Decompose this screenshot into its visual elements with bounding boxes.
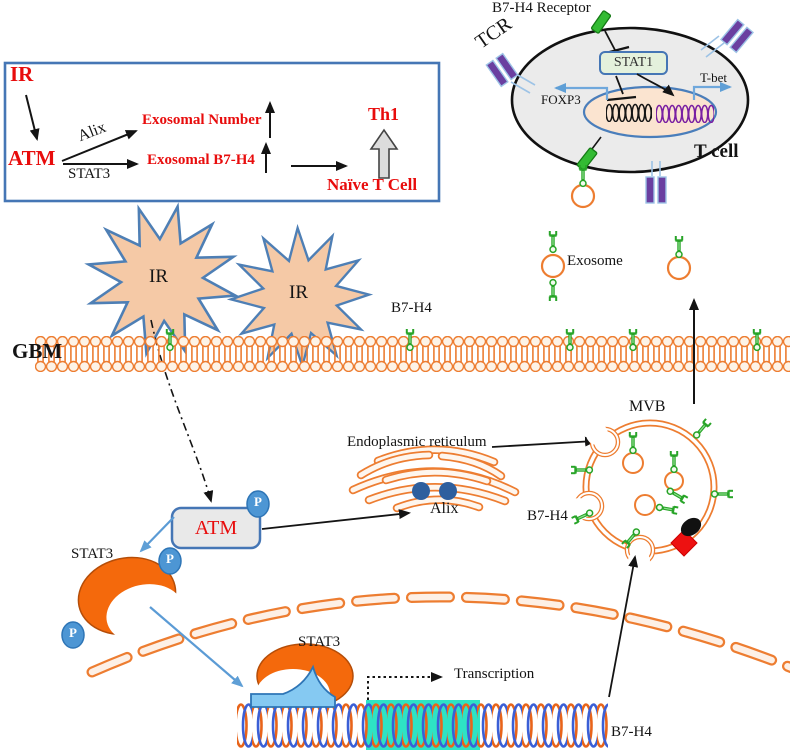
t-cell <box>485 9 754 209</box>
atm-to-stat3-arrow <box>139 516 175 553</box>
phospho-label: P <box>254 494 262 509</box>
exosome-icon <box>540 253 566 279</box>
b7h4-to-mvb-arrow <box>608 555 639 698</box>
tcr-icon-top-right <box>700 18 754 58</box>
phospho-label: P <box>166 551 174 566</box>
b7h4-gene-locus <box>237 555 639 750</box>
cargo-red-diamond <box>670 529 698 557</box>
tbet-gene-coil <box>656 104 714 123</box>
inset-exosomal-b7h4-label: Exosomal B7-H4 <box>147 152 255 168</box>
inset-exosomal-number-label: Exosomal Number <box>142 112 262 128</box>
exosome-binding-t-cell <box>570 136 602 209</box>
atm-to-alix-arrow <box>261 509 411 530</box>
stat3-to-nucleus-arrow <box>149 606 244 688</box>
atm-box-label: ATM <box>194 517 238 539</box>
gbm-membrane <box>35 327 790 372</box>
th1-block-arrow <box>369 128 399 179</box>
b7h4-mvb-label: B7-H4 <box>527 508 568 524</box>
intraluminal-vesicle <box>664 471 684 491</box>
phospho-badge <box>158 547 182 575</box>
phospho-badge <box>246 490 270 518</box>
transcription-label: Transcription <box>454 666 535 682</box>
foxp3-label: FOXP3 <box>541 92 581 107</box>
foxp3-gene-coil <box>606 103 652 122</box>
b7h4-gene-label: B7-H4 <box>611 724 652 740</box>
cargo-black-ellipse <box>680 517 702 537</box>
alix-protein-dot <box>412 482 430 500</box>
exosome-label: Exosome <box>567 253 623 269</box>
alix-label: Alix <box>430 500 459 517</box>
stat3-nuclear-label: STAT3 <box>298 634 341 650</box>
ir-burst-1-label: IR <box>149 266 168 287</box>
inset-stat3-label: STAT3 <box>68 166 111 182</box>
inset-atm-label: ATM <box>8 146 56 170</box>
transcription-arrow <box>367 672 443 700</box>
tcr-icon-left <box>485 52 536 94</box>
intraluminal-vesicle <box>634 494 656 516</box>
phospho-label: P <box>69 625 77 640</box>
inset-naive-t-cell-label: Naïve T Cell <box>327 175 418 194</box>
exosome-icon <box>666 255 692 281</box>
alix-protein-dot <box>439 482 457 500</box>
stat3-cytoplasmic <box>61 547 182 649</box>
stat3-cytoplasmic-label: STAT3 <box>71 546 114 562</box>
er-to-mvb-arrow <box>491 436 597 448</box>
tbet-label: T-bet <box>700 70 727 85</box>
tcr-icon-bottom <box>645 161 667 204</box>
mvb <box>568 416 735 572</box>
inset-ir-label: IR <box>10 62 34 86</box>
mvb-label: MVB <box>629 398 666 415</box>
stat1-box <box>599 51 668 75</box>
summary-inset-box <box>3 61 441 203</box>
secreted-exosomes <box>540 229 699 404</box>
intraluminal-vesicle <box>622 452 644 474</box>
cofactor-blue-protein <box>250 664 336 708</box>
endoplasmic-reticulum <box>261 436 597 530</box>
dna-helix <box>237 702 608 749</box>
gbm-label: GBM <box>12 339 63 363</box>
er-label: Endoplasmic reticulum <box>347 434 487 450</box>
stat1-label: STAT1 <box>613 55 654 70</box>
nuclear-membrane <box>86 591 790 678</box>
ir-burst-2-label: IR <box>289 282 308 303</box>
b7h4-receptor-label: B7-H4 Receptor <box>492 0 591 16</box>
b7h4-membrane-label: B7-H4 <box>391 300 432 316</box>
t-cell-label: T cell <box>694 141 739 162</box>
atm-complex <box>139 490 270 553</box>
inset-th1-label: Th1 <box>368 104 400 124</box>
phospho-badge <box>61 621 85 649</box>
